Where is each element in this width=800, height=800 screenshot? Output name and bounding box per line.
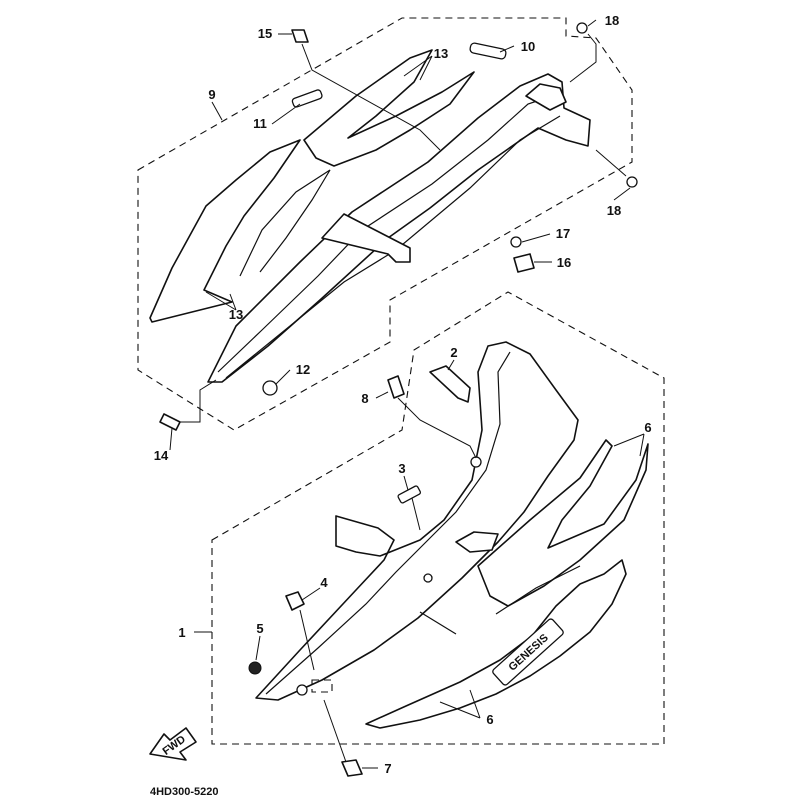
side-cover-ridge	[419, 611, 457, 635]
grommet-part-12	[262, 380, 278, 396]
bolt-part-8	[387, 375, 405, 399]
side-cover-inner-edge	[265, 351, 511, 695]
nut-part-16	[513, 253, 535, 273]
bolt-part-18a	[576, 22, 588, 34]
callout-4: 4	[320, 575, 328, 590]
bolt-part-15	[291, 29, 309, 43]
bolt-part-18b	[626, 176, 638, 188]
leader-13a	[403, 55, 433, 81]
leader-11	[271, 103, 301, 125]
callout-14: 14	[154, 448, 169, 463]
genesis-logo-frame	[492, 618, 564, 686]
leader-5	[255, 635, 261, 661]
leader-8	[375, 391, 389, 399]
callout-2: 2	[450, 345, 457, 360]
leader-6b	[439, 689, 481, 719]
tail-cover-bracket	[321, 213, 411, 263]
damper-part-2	[429, 365, 471, 403]
tail-decal-right	[303, 49, 475, 167]
callout-3: 3	[398, 461, 405, 476]
leader-10	[499, 45, 515, 53]
side-cover-hook	[470, 456, 482, 468]
callout-12: 12	[296, 362, 310, 377]
side-cover-mount-hole	[296, 684, 308, 696]
upper-assembly-outline	[137, 17, 633, 431]
callout-10: 10	[521, 39, 535, 54]
side-cover	[255, 341, 579, 701]
leader-18a	[569, 19, 597, 83]
emblem-part-11	[291, 89, 323, 108]
leader-9	[211, 101, 223, 121]
callout-16: 16	[557, 255, 571, 270]
callout-13-upper: 13	[434, 46, 448, 61]
callout-6-upper: 6	[644, 420, 651, 435]
leader-8-to-cover	[397, 397, 477, 459]
fwd-arrow-shape	[149, 727, 197, 761]
tail-cover-inner-rail	[217, 95, 553, 373]
side-decal-lower-stripe	[495, 565, 581, 615]
leader-17	[521, 233, 551, 243]
tail-cover-rear-tab	[525, 83, 567, 111]
leader-14	[169, 379, 217, 451]
diagram-reference-code: 4HD300-5220	[150, 786, 219, 798]
callout-18-top: 18	[605, 13, 619, 28]
tail-decal-left-stripe	[239, 169, 331, 277]
callout-6-lower: 6	[486, 712, 493, 727]
hidden-nut-outline	[311, 679, 333, 693]
tail-cover	[207, 73, 591, 383]
pad-part-3	[397, 485, 422, 504]
leader-3-to-cover	[411, 497, 421, 531]
screw-part-7	[341, 759, 363, 777]
callout-8: 8	[361, 391, 368, 406]
leader-4-to-cover	[299, 609, 315, 671]
callout-7: 7	[384, 761, 391, 776]
callout-15: 15	[258, 26, 272, 41]
leader-6a	[613, 433, 645, 457]
callout-18-right: 18	[607, 203, 621, 218]
leader-3	[403, 475, 409, 491]
tail-decal-left-shape	[149, 139, 301, 323]
leader-lines	[169, 19, 645, 769]
screw-part-14	[159, 413, 181, 431]
nut-part-4	[285, 591, 305, 611]
callout-1: 1	[178, 625, 185, 640]
collar-part-5	[248, 661, 262, 675]
leader-4	[301, 587, 321, 601]
callout-9: 9	[208, 87, 215, 102]
callout-17: 17	[556, 226, 570, 241]
leader-18b	[595, 149, 631, 201]
tail-decal-left	[149, 139, 331, 323]
side-decal-lower-shape	[365, 559, 627, 729]
leader-12	[275, 369, 291, 385]
emblem-part-10	[469, 42, 507, 60]
tail-decal-right-shape	[303, 49, 475, 167]
callout-11: 11	[253, 116, 267, 131]
leader-7	[323, 699, 378, 769]
side-decal-upper	[477, 439, 649, 607]
collar-part-17	[510, 236, 522, 248]
fwd-arrow: FWD	[149, 727, 197, 761]
leader-15	[278, 33, 441, 151]
callout-13-lower: 13	[229, 307, 243, 322]
tail-cover-body	[207, 73, 591, 383]
side-cover-vent	[455, 531, 499, 553]
leader-13b	[205, 291, 237, 311]
callout-5: 5	[256, 621, 263, 636]
side-decal-upper-shape	[477, 439, 649, 607]
lower-assembly-outline	[211, 291, 665, 745]
side-cover-grommet	[423, 573, 433, 583]
leader-2	[447, 359, 455, 371]
